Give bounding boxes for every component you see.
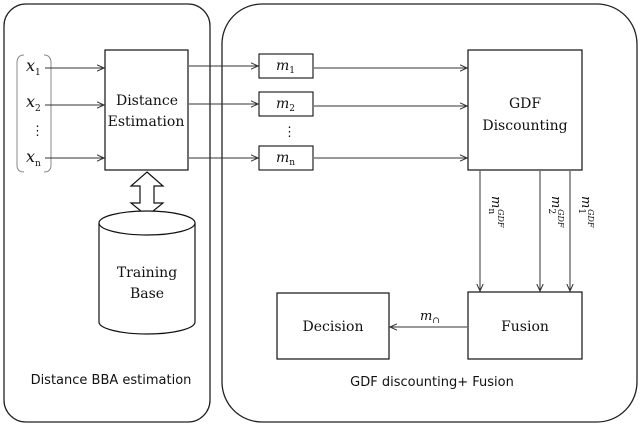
decision-label: Decision xyxy=(303,319,364,335)
mass-box-m2 xyxy=(258,91,314,117)
distance-estimation-label-2: Estimation xyxy=(108,114,185,130)
fused-mass-label: m∩ xyxy=(420,309,440,326)
input-xn: xn xyxy=(26,147,41,169)
right-panel xyxy=(221,3,638,423)
mass-label-m1: m1 xyxy=(276,58,295,76)
left-panel xyxy=(3,3,211,423)
distance-estimation-label-1: Distance xyxy=(116,93,178,109)
gdf-discounting-label-2: Discounting xyxy=(482,118,567,134)
discounted-label-m2: m2GDF xyxy=(546,196,565,228)
discounted-label-m1: m1GDF xyxy=(576,196,595,228)
decision-box xyxy=(276,292,390,360)
training-base-label-2: Base xyxy=(130,286,164,302)
bidirectional-arrow xyxy=(129,171,165,217)
distance-estimation-box xyxy=(104,49,189,171)
mass-ellipsis: ⋮ xyxy=(283,125,296,140)
training-base-cylinder xyxy=(98,210,196,335)
input-vector-bracket xyxy=(16,54,52,173)
mass-box-mn xyxy=(258,145,314,171)
gdf-discounting-label-1: GDF xyxy=(509,96,541,112)
left-panel-caption: Distance BBA estimation xyxy=(31,373,192,388)
mass-label-m2: m2 xyxy=(276,96,295,114)
mass-label-mn: mn xyxy=(276,150,295,168)
gdf-discounting-box xyxy=(467,49,583,171)
right-panel-caption: GDF discounting+ Fusion xyxy=(350,375,514,390)
mass-box-m1 xyxy=(258,53,314,79)
input-x1: x1 xyxy=(26,56,41,78)
input-ellipsis: ⋮ xyxy=(31,124,44,139)
input-x2: x2 xyxy=(26,92,41,114)
training-base-label-1: Training xyxy=(117,265,177,281)
fusion-label: Fusion xyxy=(501,319,549,335)
discounted-label-mn: mnGDF xyxy=(486,196,505,228)
fusion-box xyxy=(467,291,583,360)
